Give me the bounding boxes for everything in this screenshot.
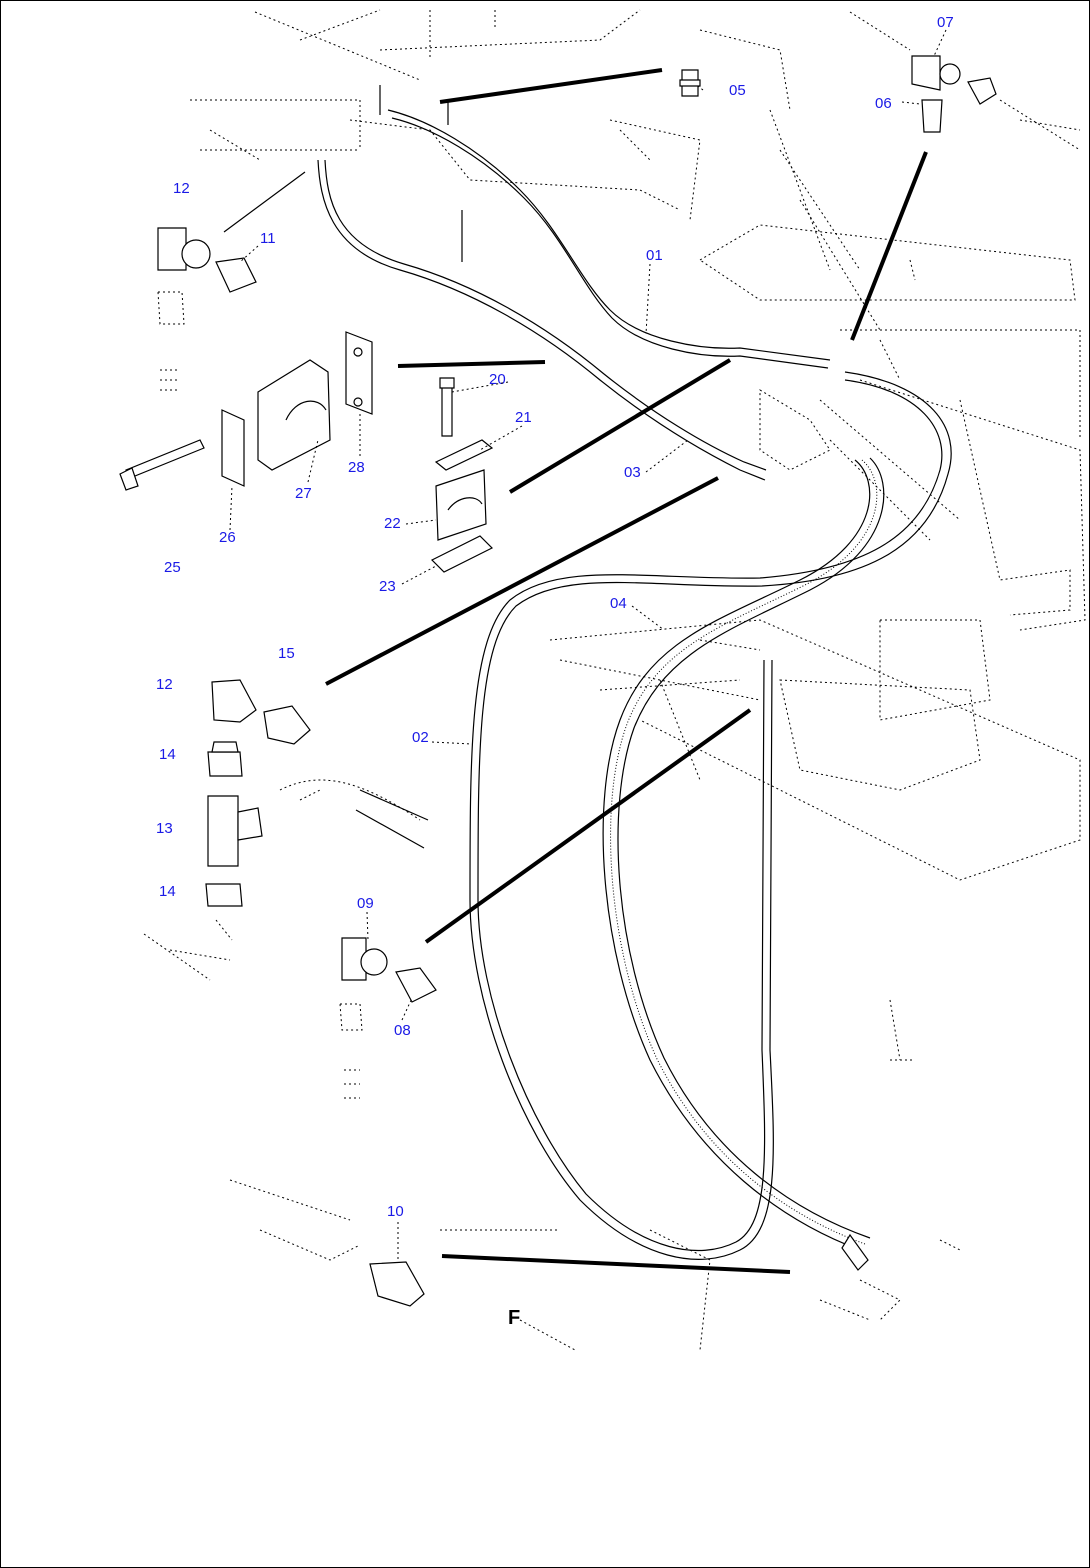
nipple-11 bbox=[215, 257, 257, 293]
label-14-top: 14 bbox=[159, 746, 176, 763]
label-03: 03 bbox=[624, 464, 641, 481]
label-12-top: 12 bbox=[173, 180, 190, 197]
label-09: 09 bbox=[357, 895, 374, 912]
plate-26 bbox=[221, 409, 245, 487]
label-05: 05 bbox=[729, 82, 746, 99]
fitting-06 bbox=[921, 99, 943, 133]
label-28: 28 bbox=[348, 459, 365, 476]
fitting-10 bbox=[369, 1261, 425, 1307]
nut-14-top bbox=[207, 741, 243, 777]
label-leaders bbox=[229, 29, 947, 1262]
label-11: 11 bbox=[260, 230, 276, 247]
label-27: 27 bbox=[295, 485, 312, 502]
elbow-12-mid bbox=[211, 679, 257, 723]
hose-04 bbox=[602, 457, 885, 1271]
leader-lines bbox=[223, 68, 928, 1274]
nipple-08 bbox=[395, 967, 437, 1003]
misc-08 bbox=[339, 1003, 363, 1099]
label-14-bottom: 14 bbox=[159, 883, 176, 900]
label-13: 13 bbox=[156, 820, 173, 837]
label-04: 04 bbox=[610, 595, 627, 612]
label-15: 15 bbox=[278, 645, 295, 662]
bolt-20 bbox=[439, 377, 455, 437]
label-02: 02 bbox=[412, 729, 429, 746]
label-22: 22 bbox=[384, 515, 401, 532]
plate-23 bbox=[430, 535, 494, 573]
nipple-15 bbox=[263, 705, 311, 745]
label-20: 20 bbox=[489, 371, 506, 388]
elbow-09 bbox=[341, 937, 388, 981]
washer-21 bbox=[434, 439, 494, 471]
hose-03 bbox=[317, 159, 767, 481]
label-10: 10 bbox=[387, 1203, 404, 1220]
label-06: 06 bbox=[875, 95, 892, 112]
fitting-05 bbox=[679, 69, 701, 97]
plate-28 bbox=[345, 331, 373, 415]
clamp-22 bbox=[435, 469, 487, 541]
label-21: 21 bbox=[515, 409, 532, 426]
hose-01 bbox=[387, 109, 831, 369]
part-labels: 01 02 03 04 05 06 07 08 09 10 11 12 12 1… bbox=[156, 14, 954, 1220]
label-25: 25 bbox=[164, 559, 181, 576]
elbow-12-top bbox=[157, 227, 211, 271]
label-23: 23 bbox=[379, 578, 396, 595]
label-08: 08 bbox=[394, 1022, 411, 1039]
view-marker-f: F bbox=[508, 1307, 520, 1329]
clamp-27 bbox=[257, 359, 331, 471]
hose-02 bbox=[469, 371, 952, 1260]
label-12-mid: 12 bbox=[156, 676, 173, 693]
label-07: 07 bbox=[937, 14, 954, 31]
label-26: 26 bbox=[219, 529, 236, 546]
label-01: 01 bbox=[646, 247, 663, 264]
background-structure bbox=[190, 9, 1086, 1351]
tee-13 bbox=[207, 779, 429, 867]
nut-14-bottom bbox=[143, 883, 243, 981]
misc-top-left bbox=[157, 291, 185, 391]
bolt-25 bbox=[119, 439, 205, 491]
fitting-07 bbox=[849, 11, 1081, 151]
